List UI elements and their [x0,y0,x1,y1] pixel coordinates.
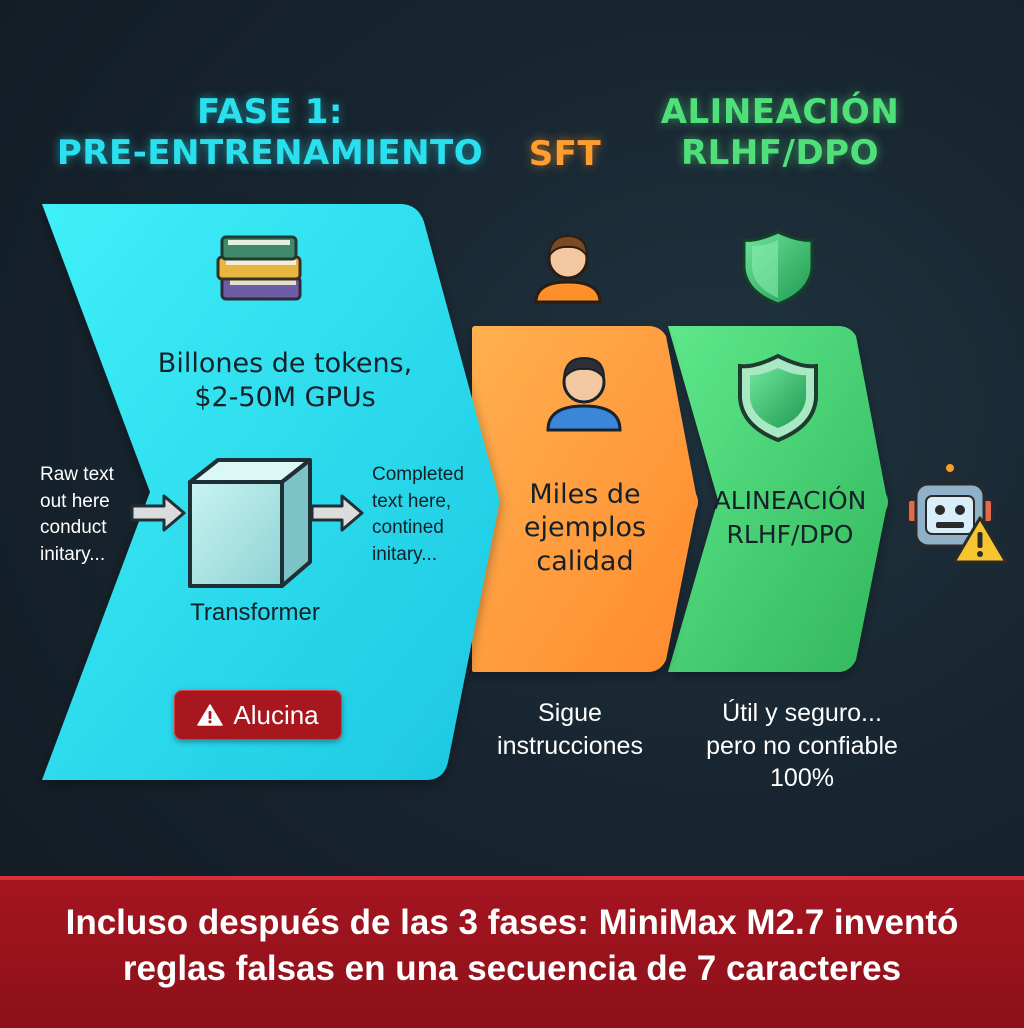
sft-chevron [472,326,698,672]
pretraining-heading-line2: PRE-ENTRENAMIENTO [56,132,484,173]
footer-line2: reglas falsas en una secuencia de 7 cara… [122,948,902,988]
shield-icon-inner [738,353,818,443]
warning-icon [197,703,224,727]
cube-icon [188,458,312,588]
alignment-heading-line1: ALINEACIÓN [660,92,900,132]
alignment-desc-line2: RLHF/DPO [726,519,854,549]
footer-text: Incluso después de las 3 fases: MiniMax … [20,900,1004,991]
input-text-line: Raw text [40,464,114,485]
alignment-result-line: Útil y seguro... [722,699,882,727]
output-text-line: Completed [372,464,464,485]
pretraining-description: Billones de tokens, $2-50M GPUs [110,347,460,415]
person-icon [534,234,602,304]
output-text-line: initary... [372,543,438,565]
alignment-result: Útil y seguro... pero no confiable 100% [670,697,934,795]
output-text-line: contined [372,517,444,539]
alignment-result-line: 100% [770,764,834,792]
person-icon-inner [546,356,622,432]
sft-result-line: instrucciones [497,731,643,760]
transformer-label: Transformer [190,599,320,626]
alignment-desc-line1: ALINEACIÓN [713,486,867,515]
robot-warning-icon [952,516,1008,564]
output-text-label: Completed text here, contined initary... [372,462,490,568]
output-text-line: text here, [372,490,452,512]
pretraining-desc-line1: Billones de tokens, [157,348,413,379]
sft-heading: SFT [528,134,602,174]
hallucination-badge-label: Alucina [233,699,319,730]
input-text-line: out here [40,490,110,512]
input-text-line: initary... [40,543,106,565]
books-icon [216,235,302,301]
pretraining-heading-line1: FASE 1: [197,92,343,132]
sft-desc-line: ejemplos [523,512,647,544]
sft-result-line: Sigue [538,699,602,727]
input-arrow-icon [130,494,186,532]
alignment-heading: ALINEACIÓN RLHF/DPO [640,92,920,174]
input-text-label: Raw text out here conduct initary... [40,462,150,568]
footer-banner [0,876,1024,1028]
robot-icon [907,462,993,548]
input-text-line: conduct [40,517,107,539]
alignment-chevron [668,326,888,672]
output-arrow-icon [310,494,364,532]
pretraining-desc-line2: $2-50M GPUs [194,381,376,413]
alignment-description: ALINEACIÓN RLHF/DPO [690,484,890,552]
sft-desc-line: Miles de [529,479,641,510]
sft-desc-line: calidad [536,545,634,577]
alignment-heading-line2: RLHF/DPO [681,132,879,173]
sft-result: Sigue instrucciones [470,697,670,762]
hallucination-badge: Alucina [174,690,342,740]
sft-description: Miles de ejemplos calidad [500,478,670,578]
pretraining-heading: FASE 1: PRE-ENTRENAMIENTO [40,92,500,174]
alignment-result-line: pero no confiable [706,731,898,760]
footer-line1: Incluso después de las 3 fases: MiniMax … [65,903,959,942]
shield-icon [742,230,814,306]
